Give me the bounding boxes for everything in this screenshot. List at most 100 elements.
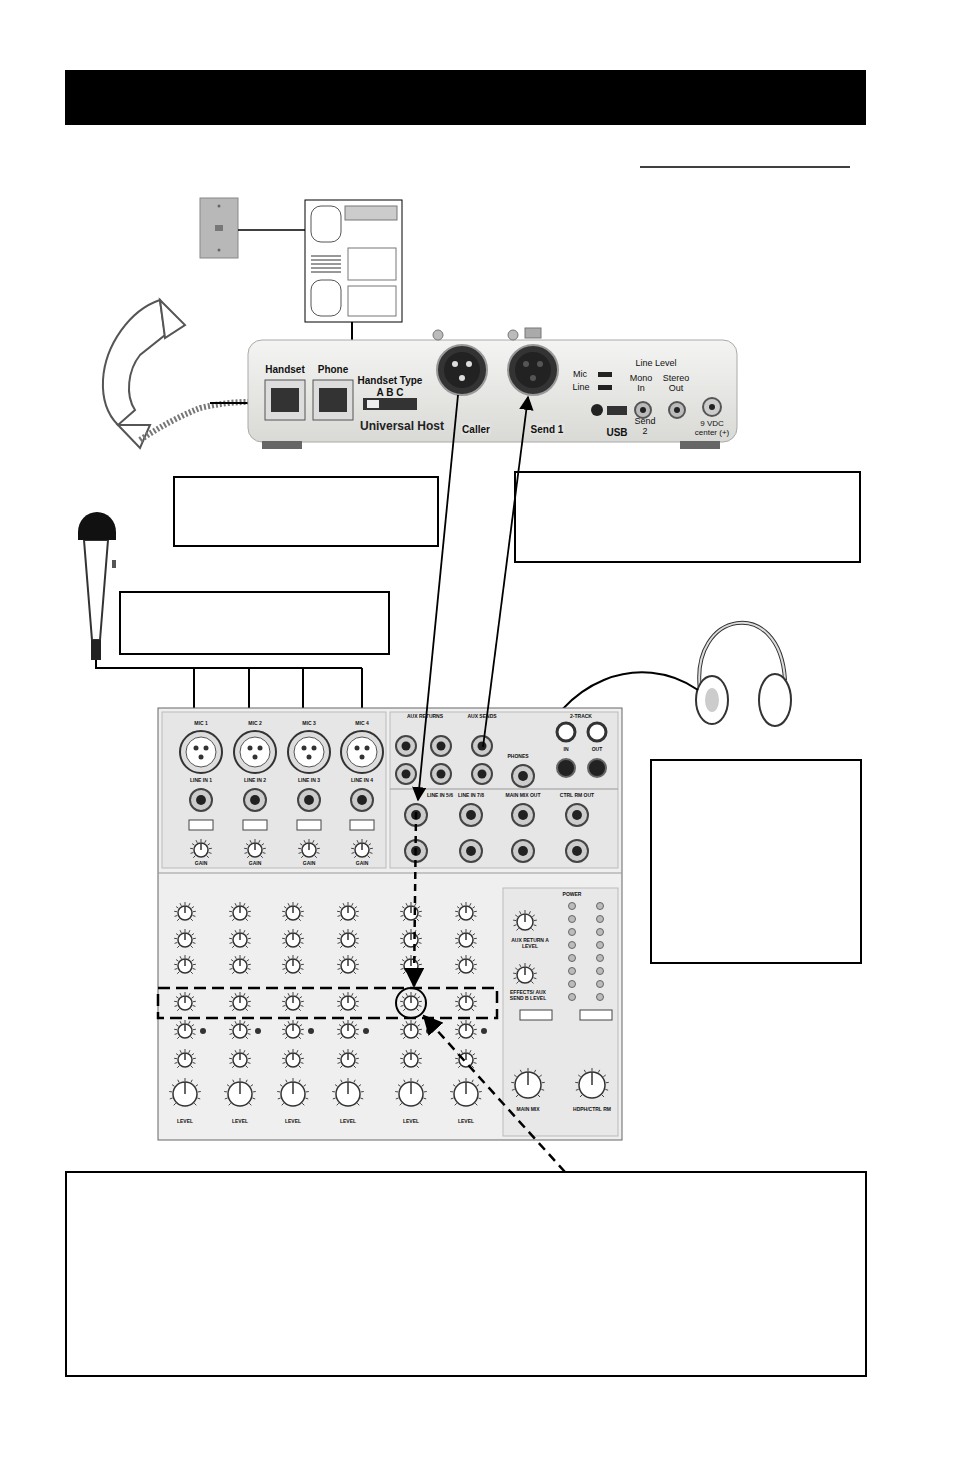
mixer-part bbox=[437, 742, 446, 751]
mixer-part bbox=[569, 955, 576, 962]
mixer-part bbox=[479, 1091, 482, 1092]
mixer-part bbox=[352, 1050, 353, 1053]
mixer-part bbox=[400, 1001, 403, 1002]
panel-label: Phone bbox=[318, 364, 349, 375]
mixer-part bbox=[297, 956, 298, 959]
mixer-part bbox=[192, 844, 194, 846]
mixer-part bbox=[474, 1029, 477, 1030]
mixer-part bbox=[466, 1078, 467, 1081]
mixer-part bbox=[401, 915, 404, 917]
mixer-part bbox=[299, 934, 301, 936]
mixer-part bbox=[231, 934, 233, 936]
mixer-part bbox=[248, 911, 251, 912]
mixer-part bbox=[184, 933, 186, 940]
mixer-part bbox=[191, 1054, 193, 1056]
mixer-part bbox=[456, 915, 459, 917]
mixer-part bbox=[478, 1098, 481, 1100]
mixer-part bbox=[285, 946, 287, 948]
mixer-label: LEVEL bbox=[458, 1119, 474, 1125]
mixer-part bbox=[401, 1062, 404, 1064]
mixer-part bbox=[474, 1001, 477, 1002]
mixer-part bbox=[348, 1049, 349, 1052]
mixer-part bbox=[337, 1001, 340, 1002]
mixer-part bbox=[302, 1103, 304, 1105]
mixer-part bbox=[197, 1098, 200, 1100]
mixer-part bbox=[229, 1029, 232, 1030]
mixer-part bbox=[458, 972, 460, 974]
mixer-part bbox=[459, 1080, 460, 1083]
mixer-part bbox=[470, 1021, 471, 1024]
mixer-part bbox=[282, 1103, 284, 1105]
mixer-part bbox=[297, 1050, 298, 1053]
mixer-part bbox=[368, 844, 370, 846]
mixer-part bbox=[534, 1070, 535, 1073]
mixer-part bbox=[315, 844, 317, 846]
mixer-part bbox=[515, 915, 517, 917]
mixer-part bbox=[455, 1001, 458, 1002]
mixer-part bbox=[198, 1091, 201, 1092]
mixer-part bbox=[189, 903, 190, 906]
mixer-part bbox=[246, 1037, 248, 1039]
mixer-part bbox=[419, 938, 422, 939]
mixer-part bbox=[406, 930, 407, 933]
mixer-part bbox=[239, 1053, 241, 1060]
mixer-part bbox=[232, 1066, 234, 1068]
mixer-part bbox=[283, 1005, 286, 1007]
mixer-part bbox=[466, 810, 476, 820]
mixer-part bbox=[474, 1062, 477, 1064]
panel-label: A B C bbox=[377, 387, 404, 398]
mixer-label: LINE IN 4 bbox=[351, 778, 373, 784]
mixer-part bbox=[354, 907, 356, 909]
mixer-part bbox=[354, 1066, 356, 1068]
mixer-part bbox=[299, 1066, 301, 1068]
mixer-part bbox=[341, 1024, 355, 1038]
mixer-part bbox=[472, 764, 492, 784]
mixer-part bbox=[229, 1001, 232, 1002]
mixer-part bbox=[456, 1033, 459, 1035]
mixer-part bbox=[398, 1085, 400, 1087]
mixer-part bbox=[315, 856, 317, 858]
mixer-part bbox=[454, 1082, 478, 1106]
mixer-part bbox=[348, 902, 349, 905]
mixer-part bbox=[402, 742, 411, 751]
mixer-part bbox=[528, 1068, 529, 1071]
mixer-part bbox=[233, 1024, 247, 1038]
mixer-part bbox=[189, 993, 190, 996]
mixer-label: CTRL RM OUT bbox=[560, 793, 594, 799]
mixer-part bbox=[239, 933, 241, 940]
mixer-part bbox=[406, 956, 407, 959]
mixer-part bbox=[518, 771, 528, 781]
mixer-part bbox=[437, 770, 446, 779]
mixer-part bbox=[340, 1009, 342, 1011]
mixer-part bbox=[403, 1037, 405, 1039]
mixer-part bbox=[189, 930, 190, 933]
mixer-part bbox=[285, 1037, 287, 1039]
mixer-part bbox=[365, 746, 370, 751]
mixer-part bbox=[516, 1095, 518, 1097]
mixer-part bbox=[244, 956, 245, 959]
mixer-part bbox=[333, 1098, 336, 1100]
mixer-part bbox=[282, 938, 285, 939]
mixer-part bbox=[402, 960, 404, 962]
mixer-part bbox=[337, 1029, 340, 1030]
mixer-part bbox=[191, 1037, 193, 1039]
mixer-part bbox=[246, 1009, 248, 1011]
mixer-part bbox=[175, 968, 178, 970]
mixer-part bbox=[174, 1001, 177, 1002]
mixer-part bbox=[461, 903, 462, 906]
mixer-part bbox=[403, 946, 405, 948]
mixer-part bbox=[354, 1009, 356, 1011]
mixer-part bbox=[292, 996, 294, 1003]
mixer-part bbox=[175, 1062, 178, 1064]
mixer-part bbox=[283, 1033, 286, 1035]
mixer-part bbox=[338, 1033, 341, 1035]
mixer-part bbox=[235, 930, 236, 933]
mixer-part bbox=[456, 942, 459, 944]
mixer-label: LINE IN 7/8 bbox=[458, 793, 484, 799]
mixer-part bbox=[584, 1070, 585, 1073]
mixer-part bbox=[292, 1082, 294, 1094]
mixer-part bbox=[354, 1080, 355, 1083]
mixer-part bbox=[525, 963, 526, 966]
mixer-part bbox=[232, 1009, 234, 1011]
mixer-part bbox=[176, 1054, 178, 1056]
